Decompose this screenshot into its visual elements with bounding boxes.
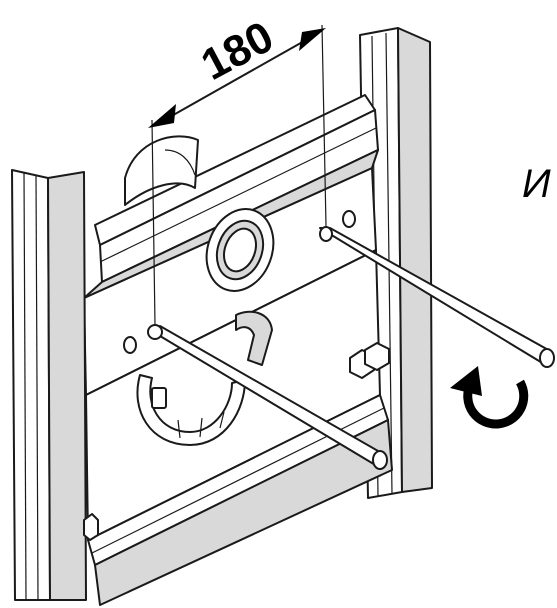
extension-line-left bbox=[151, 119, 156, 326]
rod-lower-left bbox=[147, 324, 388, 470]
extension-line-right bbox=[321, 24, 327, 227]
dimension-label: 180 bbox=[193, 12, 281, 90]
hole-upper-right bbox=[342, 210, 356, 228]
hole-lower-left bbox=[123, 336, 137, 354]
rotate-counterclockwise-arrow-icon bbox=[450, 366, 529, 429]
mounting-holes bbox=[123, 210, 356, 354]
hex-nuts bbox=[83, 342, 390, 541]
rear-bracket bbox=[124, 135, 199, 206]
dimension-arrow-right bbox=[299, 28, 326, 51]
dimension-line bbox=[167, 39, 307, 119]
left-frame-post bbox=[11, 169, 87, 601]
pipe-opening bbox=[205, 208, 275, 292]
dimension-arrow-left bbox=[148, 104, 176, 128]
side-letter: И bbox=[522, 162, 551, 206]
rod-upper-right bbox=[319, 226, 555, 368]
